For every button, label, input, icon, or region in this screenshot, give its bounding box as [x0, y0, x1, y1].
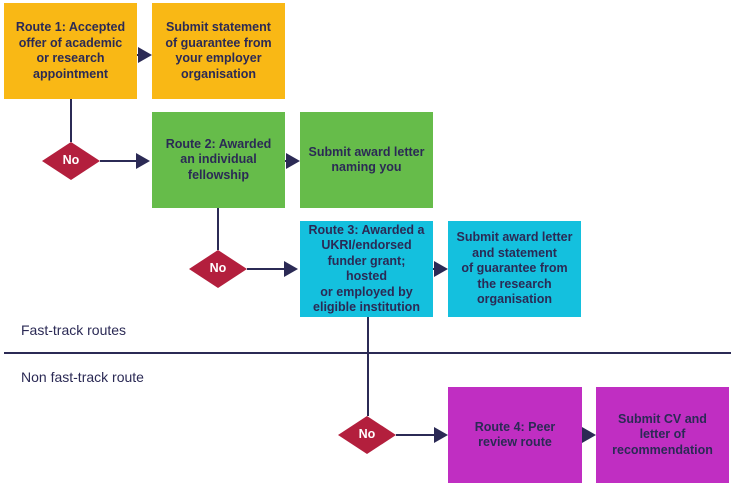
route2-label: Route 2: Awarded an individual fellowshi… — [165, 136, 272, 182]
route4-box: Route 4: Peer review route — [448, 387, 582, 483]
route2-box: Route 2: Awarded an individual fellowshi… — [152, 112, 285, 208]
route4-action-label: Submit CV and letter of recommendation — [612, 411, 713, 457]
route1-action-box: Submit statement of guarantee from your … — [152, 3, 285, 99]
route1-action-label: Submit statement of guarantee from your … — [165, 20, 272, 81]
decision-label-3: No — [358, 427, 376, 441]
decision-diamond-2 — [189, 250, 247, 288]
route4-label: Route 4: Peer review route — [474, 419, 556, 450]
decision-label-2: No — [209, 261, 227, 275]
decision-label-1: No — [62, 153, 80, 167]
route3-box: Route 3: Awarded a UKRI/endorsed funder … — [300, 221, 433, 317]
route3-action-label: Submit award letter and statement of gua… — [456, 230, 573, 307]
route3-action-box: Submit award letter and statement of gua… — [448, 221, 581, 317]
decision-diamond-1 — [42, 142, 100, 180]
decision-diamond-3 — [338, 416, 396, 454]
fast-track-section-label: Fast-track routes — [21, 322, 127, 338]
non-fast-track-section-label: Non fast-track route — [21, 369, 144, 385]
route4-action-box: Submit CV and letter of recommendation — [596, 387, 729, 483]
route3-label: Route 3: Awarded a UKRI/endorsed funder … — [308, 222, 425, 315]
route1-label: Route 1: Accepted offer of academic or r… — [15, 20, 126, 81]
route2-action-label: Submit award letter naming you — [308, 144, 425, 175]
route2-action-box: Submit award letter naming you — [300, 112, 433, 208]
route1-box: Route 1: Accepted offer of academic or r… — [4, 3, 137, 99]
